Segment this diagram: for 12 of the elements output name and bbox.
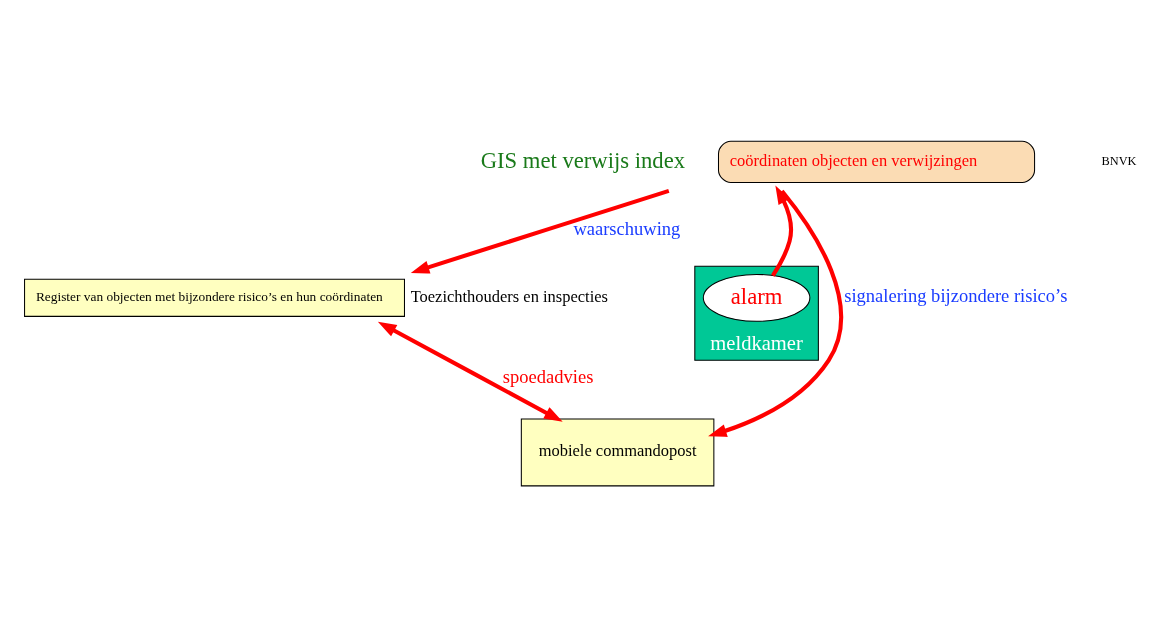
node-box: mobiele commandopost xyxy=(520,418,715,487)
arrow xyxy=(377,321,563,422)
arrow xyxy=(410,188,670,274)
arrow xyxy=(771,185,794,277)
node-label: GIS met verwijs index xyxy=(480,147,686,173)
label: BNVK xyxy=(1101,154,1137,169)
arrow xyxy=(708,189,844,437)
node-ellipse: alarm xyxy=(702,273,811,322)
node-label: Toezichthouders en inspecties xyxy=(410,286,608,306)
edge-label: waarschuwing xyxy=(573,218,681,240)
edge-label: signalering bijzondere risico’s xyxy=(844,285,1068,307)
edge-label: spoedadvies xyxy=(502,366,594,388)
